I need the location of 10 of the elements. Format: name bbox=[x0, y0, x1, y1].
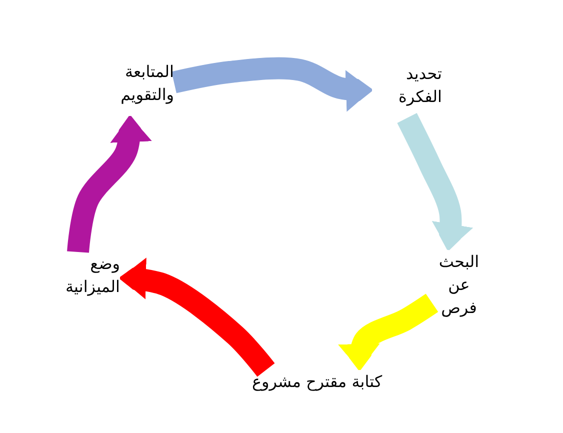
curved-arrow bbox=[172, 57, 372, 112]
stage-label: البحث عن فرص bbox=[432, 250, 486, 346]
curved-arrow bbox=[67, 116, 152, 253]
stage-label: المتابعة والتقويم bbox=[94, 60, 174, 116]
curved-arrow bbox=[338, 294, 438, 370]
stage-label: تحديد الفكرة bbox=[372, 62, 442, 118]
stage-label: كتابة مقترح مشروع bbox=[232, 370, 402, 396]
curved-arrow bbox=[397, 113, 473, 252]
curved-arrow bbox=[120, 258, 275, 377]
stage-label: وضع الميزانية bbox=[36, 252, 120, 304]
